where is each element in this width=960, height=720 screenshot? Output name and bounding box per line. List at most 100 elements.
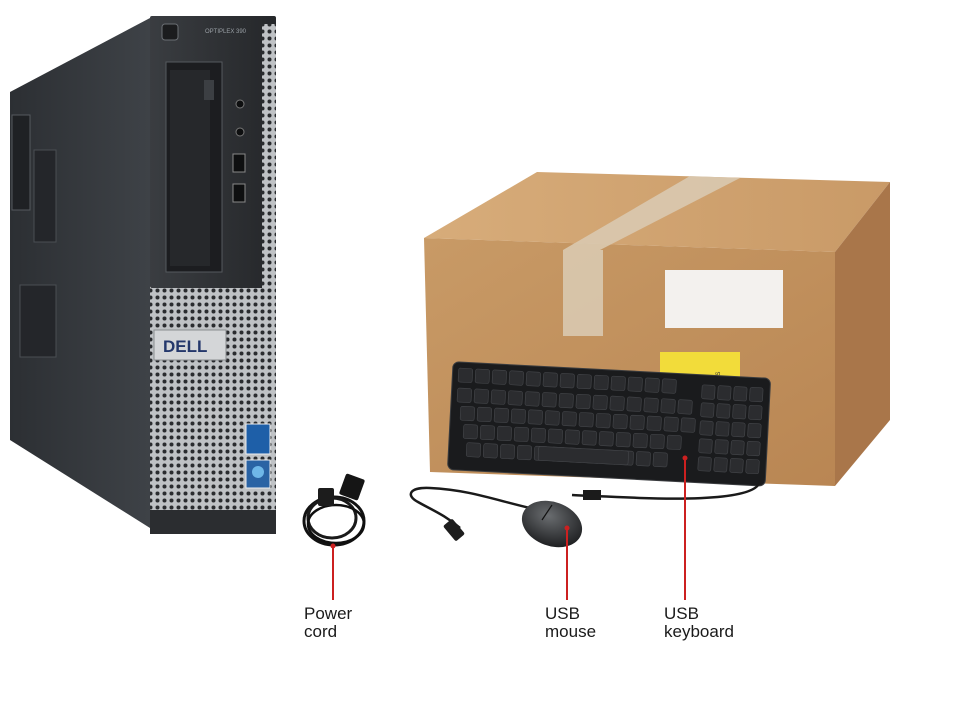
callout-power-cord: Power cord xyxy=(304,605,352,641)
numpad-key xyxy=(699,420,714,436)
tower-side-panel xyxy=(10,18,150,528)
numpad-key xyxy=(749,387,764,403)
callout-lines xyxy=(330,455,688,600)
keyboard-key xyxy=(578,412,594,428)
keyboard-key xyxy=(547,428,563,444)
audio-jack-icon xyxy=(235,99,245,109)
mouse xyxy=(409,486,583,548)
keyboard-key xyxy=(491,369,507,385)
keyboard-key xyxy=(626,396,642,412)
numpad-key xyxy=(697,456,712,472)
power-cord-coil xyxy=(306,503,366,545)
power-plug-icon xyxy=(339,473,365,501)
usb-port-icon xyxy=(232,183,246,203)
keyboard-key xyxy=(629,414,645,430)
numpad-key xyxy=(730,440,745,456)
shipping-label xyxy=(665,270,783,328)
keyboard-key xyxy=(635,451,651,467)
keyboard-key xyxy=(462,424,479,440)
numpad-key xyxy=(747,423,762,439)
power-cord xyxy=(302,473,366,547)
keyboard-key xyxy=(661,378,677,394)
keyboard-key xyxy=(465,442,482,458)
drive-eject-button xyxy=(204,80,214,100)
keyboard-key xyxy=(598,431,614,447)
keyboard-key xyxy=(490,389,506,405)
numpad-key xyxy=(698,438,713,454)
numpad-key xyxy=(717,385,732,401)
keyboard-key xyxy=(663,416,679,432)
numpad-key xyxy=(748,405,763,421)
numpad-key xyxy=(729,458,744,474)
keyboard-key xyxy=(649,433,665,450)
keyboard-key xyxy=(677,399,693,415)
keyboard-key xyxy=(527,409,543,425)
tower-model-text: OPTIPLEX 390 xyxy=(205,29,247,35)
keyboard-key xyxy=(493,407,509,423)
keyboard-key xyxy=(541,392,557,408)
side-vent-bottom xyxy=(19,284,57,358)
keyboard-key xyxy=(592,394,608,411)
keyboard-key xyxy=(476,406,492,422)
dell-logo: DELL xyxy=(163,337,207,356)
callout-usb-mouse-line2: mouse xyxy=(545,622,597,641)
numpad-key xyxy=(745,458,760,475)
keyboard-key xyxy=(516,445,532,461)
numpad-key xyxy=(716,403,731,419)
keyboard-key xyxy=(473,388,489,404)
keyboard-key xyxy=(615,432,631,448)
drive-tray xyxy=(170,70,210,266)
audio-jack-icon xyxy=(235,127,245,137)
keyboard-keys xyxy=(456,367,764,475)
callout-usb-keyboard-line1: USB xyxy=(664,604,699,623)
callout-dot-usb-mouse xyxy=(564,525,570,531)
keyboard-key xyxy=(660,398,676,414)
keyboard-key xyxy=(612,413,628,430)
packing-tape-front xyxy=(563,250,603,336)
windows-logo-icon xyxy=(252,466,264,478)
callout-usb-keyboard: USB keyboard xyxy=(664,605,734,641)
mouse-cable xyxy=(409,486,531,529)
keyboard-key xyxy=(564,429,580,445)
keyboard-usb-plug xyxy=(583,490,601,500)
keyboard-key xyxy=(558,393,574,409)
keyboard-key xyxy=(576,374,592,390)
tower-base xyxy=(150,510,276,534)
keyboard-key xyxy=(513,426,529,442)
keyboard-key xyxy=(510,408,526,424)
keyboard-key xyxy=(627,376,643,392)
usb-port-icon xyxy=(232,153,246,173)
power-connector-icon xyxy=(318,488,334,506)
keyboard-key xyxy=(581,430,597,446)
keyboard-key xyxy=(652,452,668,468)
callout-power-cord-line2: cord xyxy=(304,622,338,641)
keyboard-key xyxy=(544,410,560,426)
keyboard-key xyxy=(499,444,516,460)
desktop-tower: OPTIPLEX 390 DELL xyxy=(10,16,276,534)
keyboard-spacebar xyxy=(537,446,629,466)
dell-badge xyxy=(153,329,227,361)
keyboard-key xyxy=(496,425,512,442)
callout-usb-mouse-line1: USB xyxy=(545,604,580,623)
keyboard-key xyxy=(507,390,523,406)
keyboard-key xyxy=(525,371,541,387)
keyboard-key xyxy=(593,374,609,391)
keyboard-key xyxy=(595,413,611,429)
keyboard-key xyxy=(542,372,558,388)
keyboard-key xyxy=(479,425,495,441)
keyboard-key xyxy=(561,411,577,427)
callout-dot-usb-keyboard xyxy=(682,455,688,461)
keyboard-key xyxy=(474,368,490,384)
keyboard-key xyxy=(575,394,591,410)
intel-sticker xyxy=(245,423,271,455)
numpad-key xyxy=(701,384,716,400)
numpad-key xyxy=(746,441,761,457)
packing-tape xyxy=(563,176,740,250)
keyboard-key xyxy=(530,427,546,443)
keyboard-key xyxy=(457,367,473,383)
callout-usb-mouse: USB mouse xyxy=(545,605,596,641)
numpad-key xyxy=(714,439,729,455)
keyboard-key xyxy=(644,377,660,393)
keyboard-key xyxy=(524,391,540,407)
